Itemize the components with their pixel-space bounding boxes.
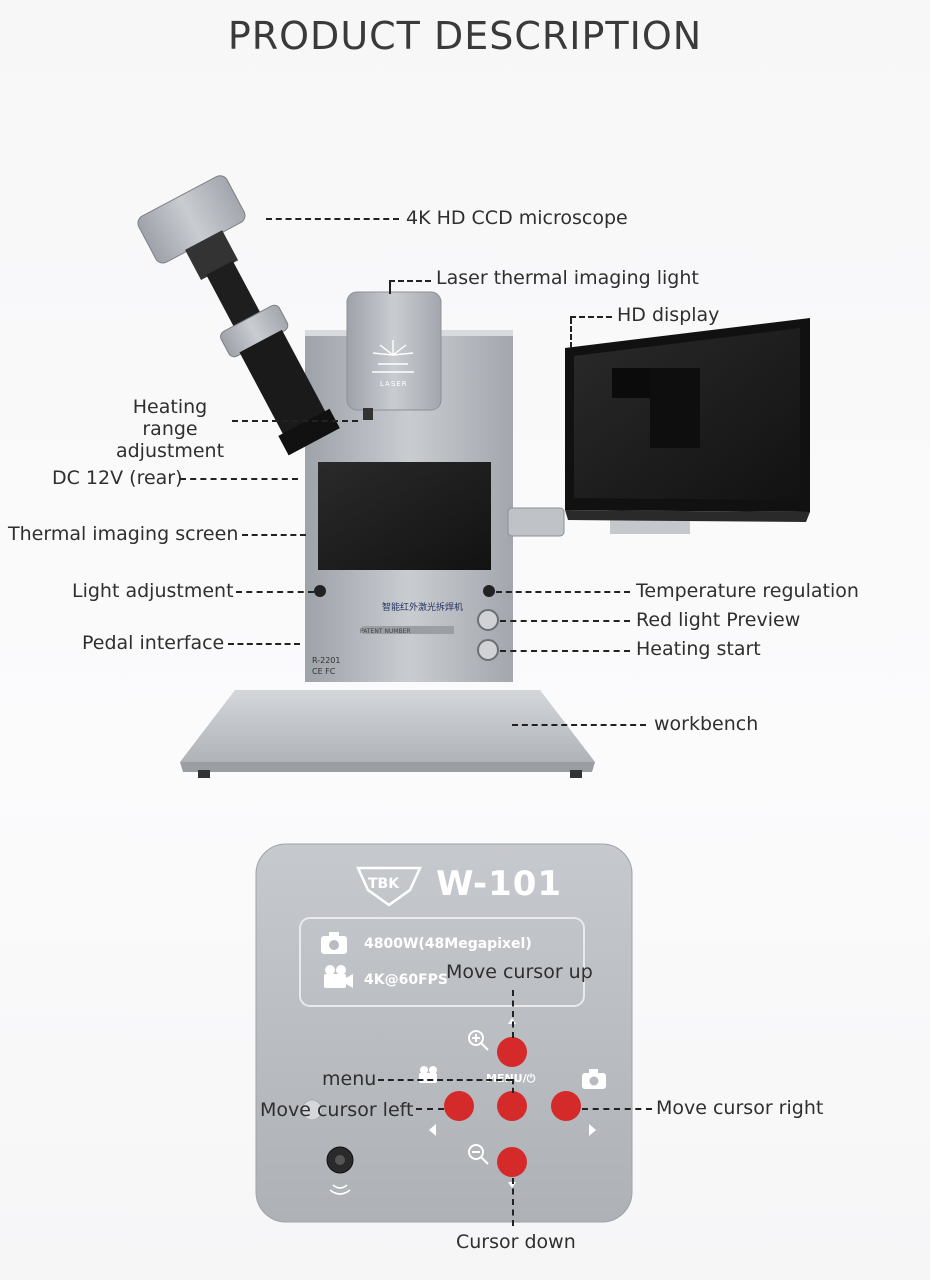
- label-hd-display: HD display: [617, 304, 720, 326]
- leader-line: [582, 1108, 652, 1110]
- certification-marks: CE FC: [312, 667, 336, 676]
- temp-knob: [483, 585, 495, 597]
- leader-line: [496, 591, 630, 593]
- zoom-out-icon: [468, 1144, 489, 1165]
- leader-line: [416, 1108, 444, 1110]
- arrow-right-icon: [589, 1124, 596, 1136]
- label-heating-range: Heating range adjustment: [115, 396, 225, 462]
- button-down: [497, 1147, 527, 1177]
- button-menu: [497, 1091, 527, 1121]
- laser-head: [346, 291, 442, 420]
- button-up: [497, 1037, 527, 1067]
- tbk-logo-icon: [356, 866, 422, 907]
- label-dc-power: DC 12V (rear): [52, 467, 183, 489]
- brand-chinese: 智能红外激光拆焊机: [382, 603, 464, 613]
- leader-line: [242, 534, 306, 536]
- leader-line: [512, 1178, 514, 1226]
- leader-line: [512, 724, 646, 726]
- leader-line: [378, 1079, 512, 1081]
- page-title: PRODUCT DESCRIPTION: [227, 14, 703, 58]
- label-temperature-regulation: Temperature regulation: [636, 580, 859, 602]
- label-thermal-screen: Thermal imaging screen: [8, 523, 239, 545]
- thermal-screen: [318, 462, 491, 570]
- photo-icon: [321, 932, 347, 954]
- label-move-cursor-up: Move cursor up: [446, 961, 593, 983]
- leader-line: [512, 990, 514, 1038]
- leader-line: [512, 1079, 514, 1093]
- microscope: [137, 175, 340, 456]
- label-microscope: 4K HD CCD microscope: [406, 207, 628, 229]
- label-red-light-preview: Red light Preview: [636, 609, 801, 631]
- label-workbench: workbench: [654, 713, 759, 735]
- label-pedal-interface: Pedal interface: [82, 632, 225, 654]
- panel-model: W-101: [436, 864, 563, 904]
- menu-power-text: MENU/⏻: [486, 1072, 536, 1085]
- zoom-in-icon: [468, 1030, 489, 1051]
- patent-label: PATENT NUMBER: [360, 628, 411, 635]
- leader-line: [389, 280, 431, 282]
- red-light-button: [477, 609, 499, 631]
- spec-video: 4K@60FPS: [364, 972, 448, 988]
- hd-monitor: [565, 318, 810, 522]
- video-camera-icon: [324, 965, 353, 988]
- label-move-cursor-right: Move cursor right: [656, 1097, 824, 1119]
- leader-line: [500, 620, 630, 622]
- leader-line: [236, 591, 314, 593]
- light-knob: [314, 585, 326, 597]
- leader-line: [570, 318, 572, 348]
- status-indicator: [301, 1099, 323, 1121]
- laser-badge: LASER: [380, 380, 408, 388]
- panel-brand: TBK: [368, 876, 400, 892]
- wireless-icon: [329, 1184, 351, 1195]
- button-right: [551, 1091, 581, 1121]
- leader-line: [389, 282, 391, 294]
- label-heating-start: Heating start: [636, 638, 761, 660]
- workbench-base: [180, 690, 595, 778]
- label-menu: menu: [322, 1068, 377, 1090]
- leader-line: [180, 478, 298, 480]
- arrow-left-icon: [429, 1124, 436, 1136]
- spec-photo: 4800W(48Megapixel): [364, 936, 532, 952]
- control-buttons: [444, 1037, 581, 1177]
- leader-line: [232, 420, 358, 422]
- snapshot-icon: [582, 1069, 606, 1089]
- leader-line: [570, 316, 612, 318]
- leader-line: [228, 643, 300, 645]
- label-cursor-down: Cursor down: [456, 1231, 576, 1253]
- model-number: R-2201: [312, 656, 341, 665]
- leader-line: [266, 218, 399, 220]
- label-laser-light: Laser thermal imaging light: [436, 267, 699, 289]
- button-left: [444, 1091, 474, 1121]
- heating-start-button: [477, 639, 499, 661]
- leader-line: [500, 650, 630, 652]
- label-move-cursor-left: Move cursor left: [260, 1099, 414, 1121]
- label-light-adjustment: Light adjustment: [72, 580, 234, 602]
